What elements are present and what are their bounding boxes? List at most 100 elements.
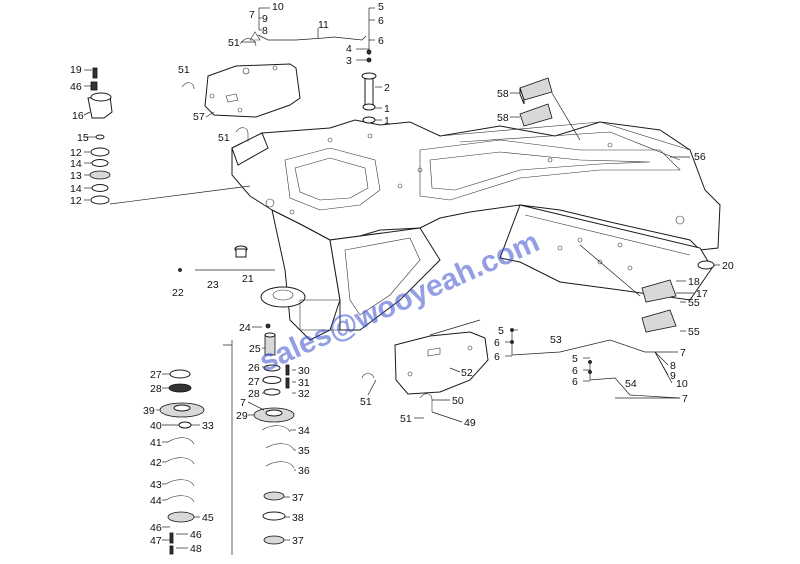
leader-lines: [83, 7, 720, 549]
callout-24: 24: [239, 322, 251, 334]
callout-21: 21: [242, 273, 254, 285]
callout-7: 7: [682, 393, 688, 405]
callout-6: 6: [572, 365, 578, 377]
callout-52: 52: [461, 367, 473, 379]
callout-51: 51: [228, 37, 240, 49]
callout-49: 49: [464, 417, 476, 429]
callout-9: 9: [670, 370, 676, 382]
callout-55: 55: [688, 297, 700, 309]
callout-19: 19: [70, 64, 82, 76]
callout-42: 42: [150, 457, 162, 469]
callout-27: 27: [150, 369, 162, 381]
callout-7: 7: [249, 9, 255, 21]
callout-43: 43: [150, 479, 162, 491]
callout-50: 50: [452, 395, 464, 407]
callout-25: 25: [249, 343, 261, 355]
callout-51: 51: [178, 64, 190, 76]
main-frame: [231, 119, 721, 341]
callout-11: 11: [318, 19, 329, 31]
small-parts-21-23: [178, 245, 275, 272]
callout-10: 10: [272, 1, 284, 13]
callout-8: 8: [262, 25, 268, 37]
callout-18: 18: [688, 276, 700, 288]
callout-9: 9: [262, 13, 268, 25]
callout-23: 23: [207, 279, 219, 291]
callout-6: 6: [378, 35, 384, 47]
callout-labels: 10 7 9 8 11 51 5 6 6 4 3 2 1 1 51 57 51 …: [70, 1, 734, 555]
callout-2: 2: [384, 82, 390, 94]
plate-57: [204, 63, 301, 118]
callout-41: 41: [150, 437, 162, 449]
callout-44: 44: [150, 495, 162, 507]
callout-51: 51: [400, 413, 412, 425]
plate-52: [394, 331, 489, 395]
callout-51: 51: [218, 132, 230, 144]
callout-16: 16: [72, 110, 84, 122]
callout-12: 12: [70, 147, 82, 159]
callout-36: 36: [298, 465, 310, 477]
callout-8: 8: [670, 360, 676, 372]
callout-13: 13: [70, 170, 82, 182]
callout-31: 31: [298, 377, 310, 389]
callout-26: 26: [248, 362, 260, 374]
callout-39: 39: [143, 405, 155, 417]
callout-48: 48: [190, 543, 202, 555]
callout-37: 37: [292, 492, 304, 504]
callout-5: 5: [378, 1, 384, 13]
callout-5: 5: [572, 353, 578, 365]
callout-6: 6: [572, 376, 578, 388]
pin-2-assembly: [361, 30, 377, 124]
callout-7: 7: [240, 397, 246, 409]
callout-58: 58: [497, 88, 509, 100]
frame-holes: [265, 133, 685, 271]
callout-33: 33: [202, 420, 214, 432]
callout-1: 1: [384, 103, 390, 115]
callout-32: 32: [298, 388, 310, 400]
callout-20: 20: [722, 260, 734, 272]
callout-40: 40: [150, 420, 162, 432]
callout-14: 14: [70, 183, 82, 195]
callout-5: 5: [498, 325, 504, 337]
callout-45: 45: [202, 512, 214, 524]
callout-29: 29: [236, 410, 248, 422]
callout-6: 6: [378, 15, 384, 27]
clips-51-50: [181, 82, 433, 412]
callout-46: 46: [150, 522, 162, 534]
callout-15: 15: [77, 132, 89, 144]
callout-46: 46: [190, 529, 202, 541]
callout-7: 7: [680, 347, 686, 359]
callout-17: 17: [696, 288, 708, 300]
left-bearing-stack: [159, 369, 205, 555]
callout-4: 4: [346, 43, 352, 55]
callout-28: 28: [248, 388, 260, 400]
callout-47: 47: [150, 535, 162, 547]
callout-54: 54: [625, 378, 637, 390]
callout-30: 30: [298, 365, 310, 377]
harness-53-54: [510, 328, 681, 399]
callout-10: 10: [676, 378, 688, 390]
callout-37: 37: [292, 535, 304, 547]
callout-57: 57: [193, 111, 205, 123]
callout-38: 38: [292, 512, 304, 524]
callout-1: 1: [384, 115, 390, 127]
callout-12: 12: [70, 195, 82, 207]
left-stack-parts: [87, 67, 251, 205]
callout-27: 27: [248, 376, 260, 388]
stop-pads: [519, 77, 715, 333]
callout-58: 58: [497, 112, 509, 124]
callout-55: 55: [688, 326, 700, 338]
callout-6: 6: [494, 351, 500, 363]
callout-22: 22: [172, 287, 184, 299]
callout-51: 51: [360, 396, 372, 408]
callout-14: 14: [70, 158, 82, 170]
callout-56: 56: [694, 151, 706, 163]
callout-35: 35: [298, 445, 310, 457]
callout-46: 46: [70, 81, 82, 93]
callout-3: 3: [346, 55, 352, 67]
center-bearing-stack: [253, 323, 295, 545]
callout-53: 53: [550, 334, 562, 346]
callout-6: 6: [494, 337, 500, 349]
callout-34: 34: [298, 425, 310, 437]
callout-28: 28: [150, 383, 162, 395]
